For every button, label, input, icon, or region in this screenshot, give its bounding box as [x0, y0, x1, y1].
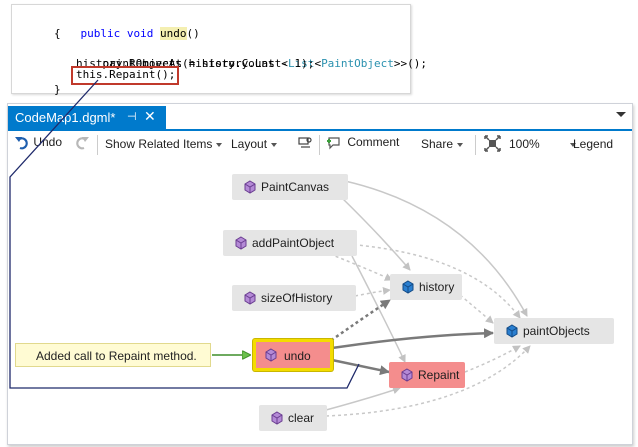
parens: () [186, 27, 200, 40]
node-addpaintobject[interactable]: addPaintObject [223, 230, 357, 256]
code-text: < [314, 57, 322, 70]
layout-button[interactable]: Layout [231, 137, 278, 151]
find-button[interactable] [297, 135, 313, 151]
node-clear[interactable]: clear [259, 405, 327, 431]
node-label: clear [288, 411, 315, 425]
layout-label: Layout [231, 137, 268, 151]
pin-icon[interactable]: ⊣ [127, 111, 137, 123]
node-label: paintObjects [523, 324, 590, 338]
node-label: addPaintObject [252, 236, 335, 250]
node-label: history [419, 280, 455, 294]
chevron-down-icon [216, 142, 223, 147]
field-icon [402, 280, 414, 294]
node-paintcanvas[interactable]: PaintCanvas [232, 174, 348, 200]
node-label: Repaint [418, 368, 460, 382]
method-icon [235, 236, 247, 250]
related-label: Show Related Items [105, 137, 213, 151]
undo-label: Undo [33, 135, 63, 150]
zoom-to-fit-button[interactable] [484, 135, 501, 152]
share-label: Share [421, 137, 454, 151]
chevron-down-icon [457, 142, 464, 147]
type-paintobject: PaintObject [321, 57, 394, 70]
code-map-window: CodeMap1.dgml* ⊣ ✕ Undo Show Related Ite… [7, 103, 633, 445]
tab-strip: CodeMap1.dgml* ⊣ ✕ [8, 104, 632, 131]
redo-icon [76, 137, 89, 150]
node-label: sizeOfHistory [261, 291, 333, 305]
comment-button[interactable]: Comment [326, 135, 399, 151]
find-icon [298, 137, 312, 148]
comment-note[interactable]: Added call to Repaint method. [15, 343, 211, 367]
node-paintobjects[interactable]: paintObjects [494, 318, 614, 344]
field-icon [506, 324, 518, 338]
comment-text: Added call to Repaint method. [36, 349, 197, 363]
code-line-1: public void undo() [54, 11, 200, 56]
keyword-public: public [80, 27, 121, 40]
redo-button[interactable] [74, 135, 90, 151]
comment-icon [327, 137, 340, 150]
toolbar: Undo Show Related Items Layout [8, 131, 632, 159]
show-related-items-button[interactable]: Show Related Items [105, 137, 223, 151]
node-repaint[interactable]: Repaint [389, 362, 465, 388]
toolbar-separator [97, 135, 98, 155]
method-name: undo [160, 27, 187, 40]
method-icon [244, 291, 256, 305]
code-snippet: public void undo() { paintObjects = hist… [11, 4, 427, 96]
method-icon [265, 348, 277, 362]
comment-label: Comment [347, 135, 400, 150]
zoom-to-fit-icon [484, 135, 501, 152]
method-icon [401, 368, 413, 382]
node-sizeofhistory[interactable]: sizeOfHistory [232, 285, 356, 311]
legend-button[interactable]: Legend [573, 137, 613, 151]
code-line-6: } [54, 83, 61, 96]
chevron-down-icon [271, 142, 278, 147]
node-undo[interactable]: undo [253, 339, 333, 371]
highlight-box [71, 66, 179, 85]
node-history[interactable]: history [390, 274, 462, 300]
zoom-select[interactable]: 100% [509, 137, 576, 151]
undo-icon [15, 137, 28, 150]
zoom-value: 100% [509, 137, 540, 151]
method-icon [244, 180, 256, 194]
node-label: PaintCanvas [261, 180, 330, 194]
toolbar-separator [475, 135, 476, 155]
tab-title: CodeMap1.dgml* [15, 110, 116, 125]
method-icon [271, 411, 283, 425]
close-icon[interactable]: ✕ [144, 108, 156, 124]
tab-codemap[interactable]: CodeMap1.dgml* ⊣ ✕ [8, 106, 166, 129]
legend-label: Legend [573, 137, 614, 151]
tab-dropdown-icon[interactable] [616, 112, 626, 117]
toolbar-separator [319, 135, 320, 155]
undo-button[interactable]: Undo [14, 135, 62, 151]
chevron-down-icon [569, 142, 576, 147]
share-button[interactable]: Share [421, 137, 464, 151]
keyword-void: void [126, 27, 154, 40]
type-list: List [287, 57, 315, 70]
node-label: undo [284, 349, 311, 363]
code-line-5: this.Repaint(); [76, 68, 176, 81]
code-text: >>(); [393, 57, 428, 70]
code-line-2: { [54, 27, 61, 40]
